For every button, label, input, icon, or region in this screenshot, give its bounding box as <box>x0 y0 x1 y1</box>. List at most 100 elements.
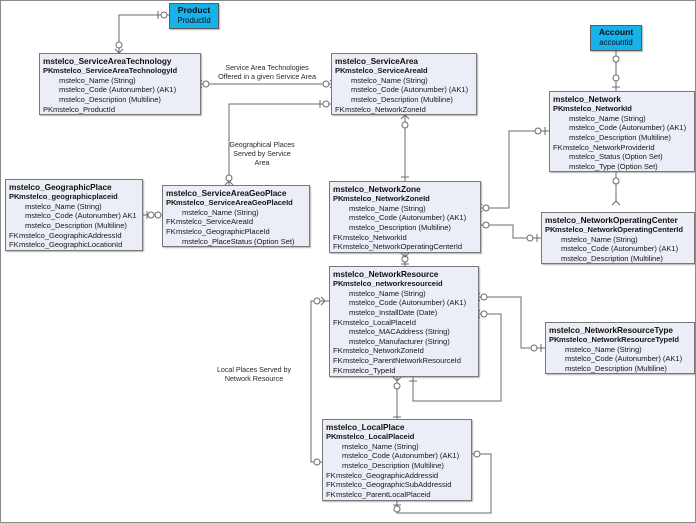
entity-attribute: mstelco_PlaceStatus (Option Set) <box>166 237 306 247</box>
entity-attribute: FKmstelco_ParentNetworkResourceId <box>333 356 475 366</box>
entity-attribute: FKmstelco_NetworkOperatingCenterId <box>333 242 477 252</box>
optional-marker-nrt-left <box>530 344 538 352</box>
entity-attribute: mstelco_Description (Multiline) <box>549 364 691 374</box>
entity-title: mstelco_LocalPlace <box>326 422 405 432</box>
key-indicator: PK <box>553 104 564 114</box>
attribute-name: mstelco_Description (Multiline) <box>569 132 671 142</box>
attribute-name: mstelco_InstallDate (Date) <box>349 307 438 317</box>
optional-marker-lp-bottom <box>393 505 401 513</box>
attribute-name: mstelco_Name (String) <box>561 234 638 244</box>
attribute-name: mstelco_LocalPlaceid <box>336 432 415 442</box>
wire-nz-to-noc <box>481 224 541 239</box>
attribute-name: mstelco_Description (Multiline) <box>351 94 453 104</box>
attribute-name: mstelco_Description (Multiline) <box>565 363 667 373</box>
attribute-name: mstelco_NetworkZoneId <box>345 104 426 114</box>
entity-attribute: mstelco_Description (Multiline) <box>553 133 691 143</box>
attribute-name: mstelco_Type (Option Set) <box>569 161 658 171</box>
attribute-name: mstelco_Name (String) <box>565 344 642 354</box>
key-indicator: PK <box>333 279 344 289</box>
entity-attribute: FKmstelco_TypeId <box>333 366 475 376</box>
optional-marker-sat <box>115 41 123 49</box>
attribute-name: mstelco_ServiceAreaTechnologyId <box>53 66 178 76</box>
entity-attribute: FKmstelco_GeographicPlaceId <box>166 227 306 237</box>
optional-marker-net-left <box>534 127 542 135</box>
attribute-name: mstelco_PlaceStatus (Option Set) <box>182 236 295 246</box>
optional-marker-lp-right <box>473 450 481 458</box>
entity-title: mstelco_ServiceAreaTechnology <box>43 56 172 66</box>
key-indicator: PK <box>335 66 346 76</box>
key-indicator: FK <box>326 470 336 480</box>
attribute-name: mstelco_ParentNetworkResourceId <box>343 355 461 365</box>
wire-product-to-sat <box>118 14 169 53</box>
entity-attribute: PKmstelco_geographicplaceid <box>9 192 139 202</box>
optional-marker-net-top <box>612 74 620 82</box>
entity-attribute: mstelco_Manufacturer (String) <box>333 337 475 347</box>
entity-attribute: mstelco_Description (Multiline) <box>335 95 473 105</box>
attribute-name: mstelco_Description (Multiline) <box>342 460 444 470</box>
optional-marker-nr-bottom <box>393 382 401 390</box>
entity-attribute: FKmstelco_ParentLocalPlaceid <box>326 490 468 500</box>
attribute-name: mstelco_Code (Autonumber) (AK1) <box>565 354 683 364</box>
optional-marker-gp <box>147 211 155 219</box>
attribute-name: mstelco_GeographicPlaceId <box>176 226 270 236</box>
crow-nz-bottom <box>400 252 410 258</box>
key-indicator: PK <box>9 192 20 202</box>
optional-marker-sa-left2 <box>322 100 330 108</box>
optional-marker-noc-left <box>526 234 534 242</box>
attribute-name: mstelco_ServiceAreaGeoPlaceId <box>176 198 293 208</box>
attribute-name: mstelco_Name (String) <box>59 75 136 85</box>
attribute-name: mstelco_NetworkId <box>563 104 632 114</box>
key-indicator: FK <box>333 242 343 252</box>
attribute-name: mstelco_networkresourceid <box>343 279 443 289</box>
key-indicator: PK <box>549 335 560 345</box>
key-indicator: FK <box>9 230 19 240</box>
entity-attribute: FKmstelco_GeographicSubAddressid <box>326 480 468 490</box>
entity-attribute: mstelco_Name (String) <box>549 345 691 355</box>
entity-attribute: mstelco_Description (Multiline) <box>545 254 691 264</box>
attribute-name: mstelco_NetworkOperatingCenterId <box>343 242 463 252</box>
key-indicator: FK <box>166 226 176 236</box>
entity-attribute: mstelco_Name (String) <box>333 289 475 299</box>
entity-title: mstelco_ServiceAreaGeoPlace <box>166 188 287 198</box>
entity-attribute: mstelco_Description (Multiline) <box>333 223 477 233</box>
relationship-label-service-area-technologies: Service Area Technologies Offered in a g… <box>218 63 316 82</box>
optional-marker-sagp-left <box>154 211 162 219</box>
entity-attribute: mstelco_Name (String) <box>166 208 306 218</box>
entity-attribute: mstelco_Description (Multiline) <box>43 95 197 105</box>
attribute-name: mstelco_Name (String) <box>182 207 259 217</box>
entity-attribute: mstelco_Code (Autonumber) (AK1) <box>545 244 691 254</box>
key-indicator: PK <box>166 198 177 208</box>
attribute-name: mstelco_Name (String) <box>25 201 102 211</box>
attribute-name: mstelco_TypeId <box>343 365 396 375</box>
entity-attribute: mstelco_Code (Autonumber) (AK1) <box>333 298 475 308</box>
optional-marker-nz-right <box>482 204 490 212</box>
attribute-name: mstelco_geographicplaceid <box>19 192 118 202</box>
key-indicator: FK <box>333 346 343 356</box>
entity-title: Account <box>598 27 634 37</box>
key-indicator: FK <box>326 480 336 490</box>
entity-title: mstelco_ServiceArea <box>335 56 418 66</box>
key-indicator: FK <box>333 365 343 375</box>
entity-attribute: mstelco_Code (Autonumber) (AK1) <box>333 213 477 223</box>
key-indicator: PK <box>326 432 337 442</box>
attribute-name: mstelco_Name (String) <box>569 113 646 123</box>
entity-attribute: mstelco_Code (Autonumber) AK1 <box>9 211 139 221</box>
key-indicator: PK <box>43 66 54 76</box>
optional-marker-nr-right <box>480 293 488 301</box>
attribute-name: mstelco_Name (String) <box>342 441 419 451</box>
entity-attribute: mstelco_InstallDate (Date) <box>333 308 475 318</box>
key-indicator: PK <box>333 194 344 204</box>
